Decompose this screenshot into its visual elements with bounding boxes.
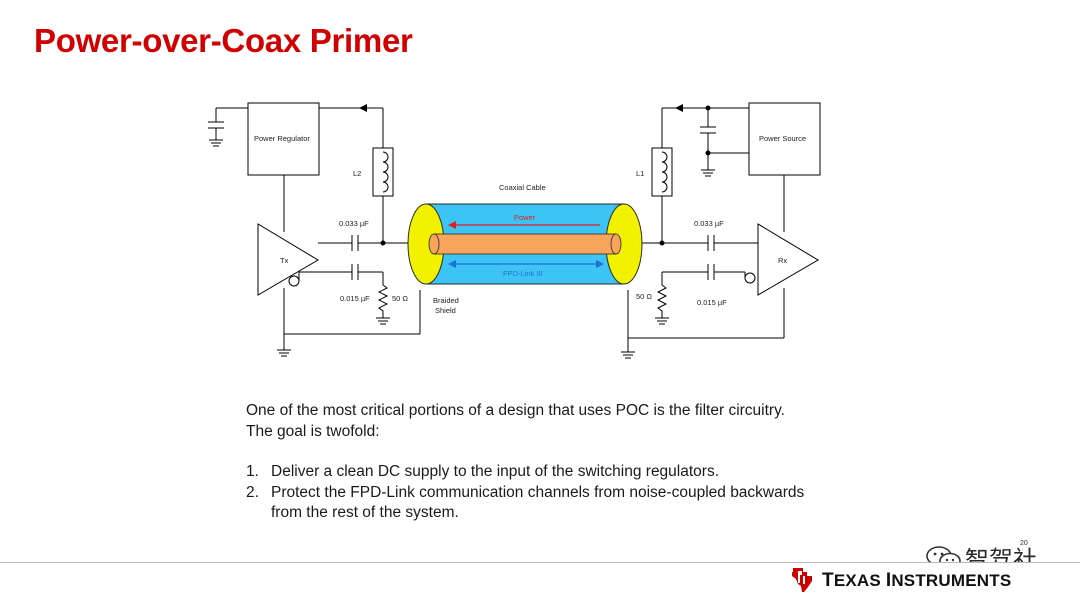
inductor-l1-label: L1 (636, 169, 644, 178)
slide-title: Power-over-Coax Primer (34, 22, 413, 59)
footer-divider (0, 562, 1080, 563)
data-arrow-label: FPD-Link III (503, 269, 543, 278)
list-item-number: 2. (246, 483, 259, 501)
cable-label: Coaxial Cable (499, 183, 546, 192)
right-bypass-capacitor (700, 108, 749, 177)
shield-label-1: Braided (433, 296, 459, 305)
cap-right-top-label: 0.033 µF (694, 219, 724, 228)
list-item-text: Deliver a clean DC supply to the input o… (271, 463, 720, 480)
goal-list: 1. Deliver a clean DC supply to the inpu… (246, 462, 806, 524)
inductor-l1 (651, 147, 673, 197)
power-arrow-label: Power (514, 213, 536, 222)
cap-left-bottom-label: 0.015 µF (340, 294, 370, 303)
texas-instruments-wordmark: TEXAS INSTRUMENTS (822, 570, 1012, 591)
resistor-left (377, 272, 389, 318)
resistor-right (656, 272, 668, 318)
inductor-l2 (372, 147, 394, 197)
page-number: 20 (1020, 540, 1028, 547)
list-item: 2. Protect the FPD-Link communication ch… (246, 483, 806, 524)
list-item-number: 1. (246, 463, 259, 480)
poc-circuit-diagram: Power Regulator Power Source L2 L1 Tx Rx… (208, 102, 821, 359)
footer (0, 563, 1080, 608)
res-right-label: 50 Ω (636, 292, 652, 301)
inductor-l2-label: L2 (353, 169, 361, 178)
texas-instruments-logo-icon (792, 568, 812, 592)
power-source-label: Power Source (759, 134, 806, 143)
coaxial-cable (407, 203, 643, 285)
rx-label: Rx (778, 256, 787, 265)
power-regulator-label: Power Regulator (254, 134, 310, 143)
shield-label-2: Shield (435, 306, 456, 315)
left-bypass-capacitor (208, 107, 248, 147)
list-item: 1. Deliver a clean DC supply to the inpu… (246, 462, 806, 483)
cap-left-top-label: 0.033 µF (339, 219, 369, 228)
intro-paragraph: One of the most critical portions of a d… (246, 402, 785, 440)
list-item-text: Protect the FPD-Link communication chann… (271, 483, 805, 522)
res-left-label: 50 Ω (392, 294, 408, 303)
tx-label: Tx (280, 256, 289, 265)
body-text: One of the most critical portions of a d… (246, 401, 806, 524)
cap-right-bottom-label: 0.015 µF (697, 298, 727, 307)
